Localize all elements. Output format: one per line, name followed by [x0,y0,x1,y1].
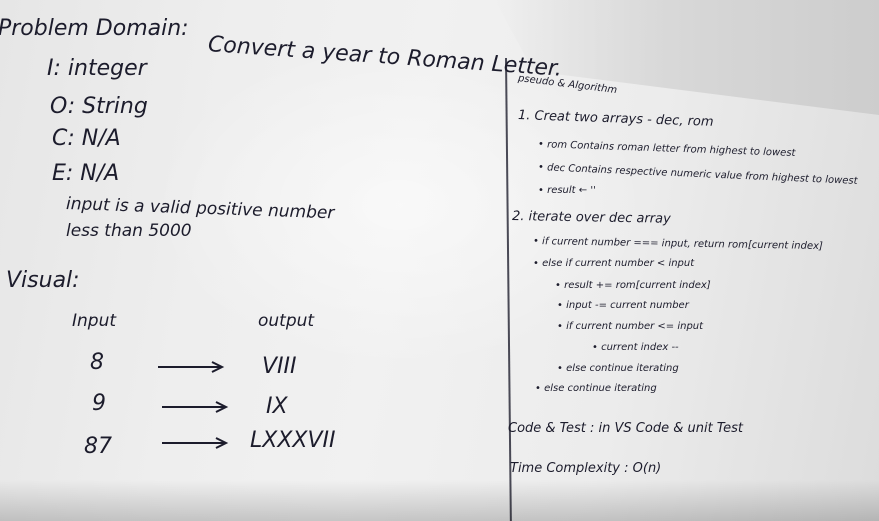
visual-output-2: IX [266,394,288,419]
right-arrow-icon [158,361,225,373]
problem-title: Convert a year to Roman Letter. [207,32,563,82]
nested-bullet-2: • input -= current number [557,300,689,311]
visual-heading: Visual: [6,268,80,293]
note-line-1: input is a valid positive number [65,194,335,224]
nested-bullet-5: • else continue iterating [557,363,679,374]
visual-output-3: LXXXVII [250,428,336,453]
output-type: O: String [50,94,148,119]
code-test-line: Code & Test : in VS Code & unit Test [508,421,743,436]
constraints: C: N/A [52,126,121,151]
visual-input-2: 9 [92,391,106,416]
step-1-bullet-3: • result ← '' [538,185,596,196]
bottom-shadow [0,480,879,521]
input-type: I: integer [47,56,147,81]
step-1-bullet-2: • dec Contains respective numeric value … [537,162,858,187]
input-column-header: Input [72,311,117,331]
visual-output-1: VIII [262,354,297,379]
edge-cases: E: N/A [52,161,120,186]
note-line-2: less than 5000 [66,221,192,241]
nested-bullet-3: • if current number <= input [557,321,704,332]
output-column-header: output [258,311,315,331]
visual-input-3: 87 [84,434,112,459]
nested-bullet-1: • result += rom[current index] [555,280,711,291]
step-2-bullet-1: • if current number === input, return ro… [532,236,823,253]
step-2-bullet-2: • else if current number < input [533,258,695,269]
nested-bullet-4: • current index -- [592,342,679,353]
time-complexity-line: Time Complexity : O(n) [510,461,662,476]
visual-input-1: 8 [90,350,104,375]
right-arrow-icon [162,437,229,449]
algorithm-step-1: 1. Creat two arrays - dec, rom [517,108,714,130]
step-2-bullet-3: • else continue iterating [535,383,657,394]
right-arrow-icon [162,401,229,413]
algorithm-step-2: 2. iterate over dec array [511,209,671,227]
step-1-bullet-1: • rom Contains roman letter from highest… [537,139,796,159]
problem-domain-heading: Problem Domain: [0,16,189,41]
divider-line [505,57,512,521]
